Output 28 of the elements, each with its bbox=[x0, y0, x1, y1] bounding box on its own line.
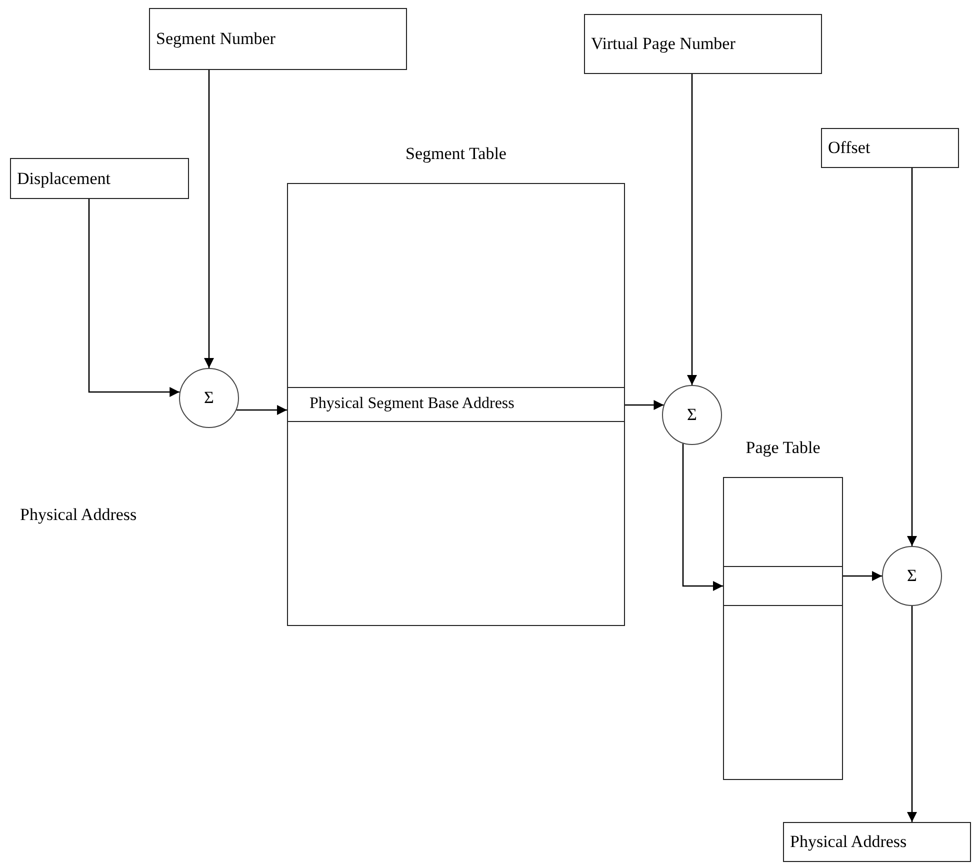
arrow bbox=[907, 606, 917, 822]
arrow bbox=[682, 444, 723, 591]
box-label: Displacement bbox=[17, 168, 110, 188]
box-label: Virtual Page Number bbox=[591, 34, 736, 54]
arrow bbox=[204, 70, 214, 368]
arrow bbox=[687, 74, 697, 385]
table-row bbox=[722, 566, 842, 606]
box-label: Physical Segment Base Address bbox=[310, 395, 514, 413]
table-row bbox=[286, 386, 624, 422]
input-box bbox=[821, 128, 959, 168]
arrow bbox=[907, 168, 917, 546]
arrow bbox=[236, 405, 287, 415]
input-box bbox=[584, 14, 822, 74]
sum-symbol: Σ bbox=[907, 566, 917, 586]
arrow bbox=[625, 400, 664, 410]
sum-symbol: Σ bbox=[687, 405, 697, 425]
free-label: Physical Address bbox=[20, 505, 137, 525]
arrow bbox=[88, 199, 180, 397]
arrow bbox=[843, 571, 882, 581]
sum-symbol: Σ bbox=[204, 388, 214, 408]
table-title: Page Table bbox=[746, 438, 820, 458]
input-box bbox=[10, 158, 189, 199]
input-box bbox=[149, 8, 407, 70]
box-label: Segment Number bbox=[156, 29, 276, 49]
box-label: Offset bbox=[828, 138, 870, 158]
box-label: Physical Address bbox=[790, 832, 907, 852]
output-box bbox=[783, 822, 971, 862]
table-title: Segment Table bbox=[406, 144, 506, 164]
